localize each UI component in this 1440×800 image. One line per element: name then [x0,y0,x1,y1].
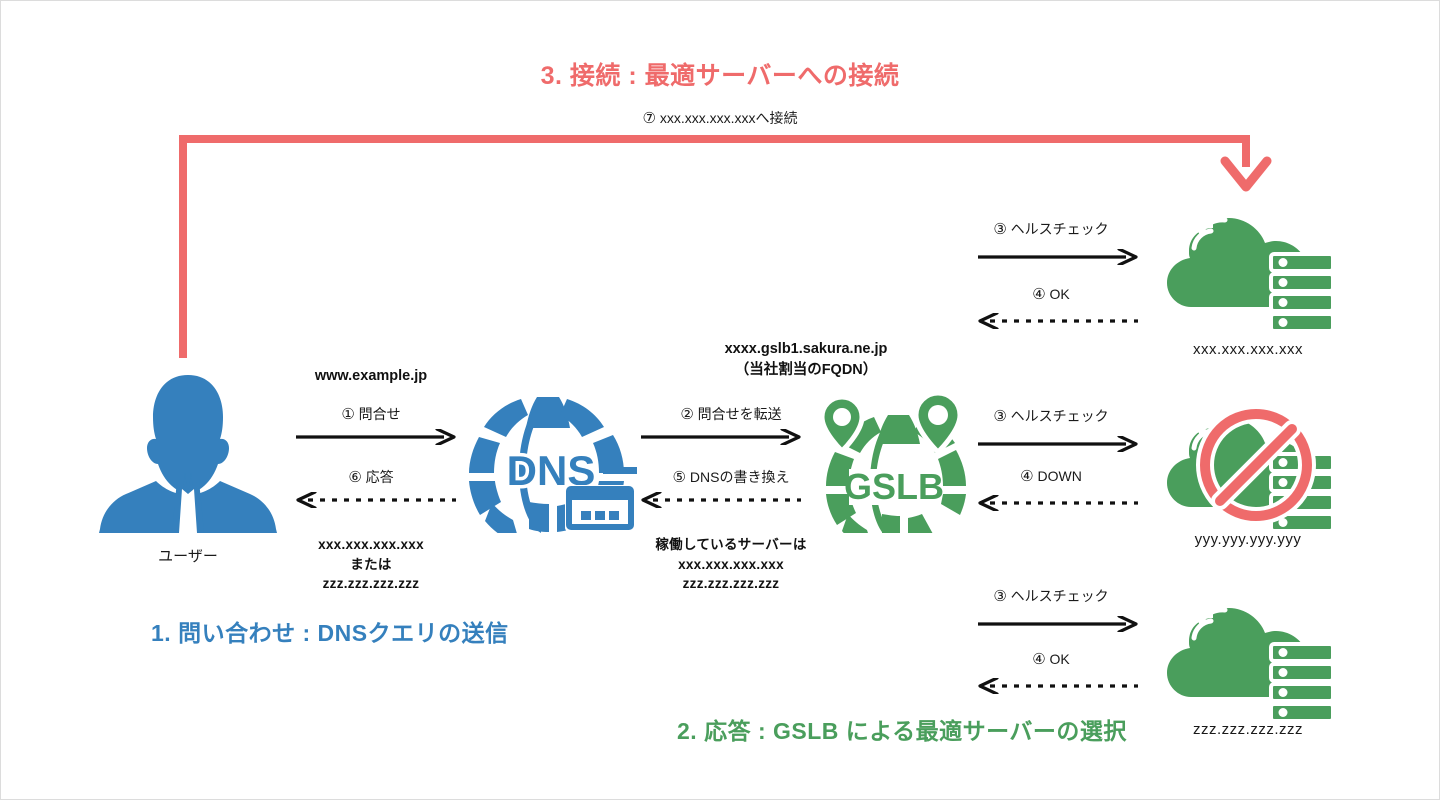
step-3-number-server-3: ③ [993,588,1007,605]
step-4-caption-server-1: ④ OK [946,285,1156,303]
step-6-text: 応答 [365,469,394,485]
arrow-response-server-2 [978,495,1138,511]
step-3-caption-server-1: ③ ヘルスチェック [946,219,1156,239]
step-1-text: 問合せ [358,406,401,422]
arrow-user-to-dns [296,429,456,445]
arrow-healthcheck-server-1 [978,249,1138,265]
step-3-number-server-2: ③ [993,408,1007,425]
step-6-caption: ⑥ 応答 [226,467,516,487]
server-ip-label-3: zzz.zzz.zzz.zzz [1192,721,1303,738]
server-ip-label-1: xxx.xxx.xxx.xxx [1192,341,1303,358]
heading-response: 2. 応答 : GSLB による最適サーバーの選択 [677,718,1127,744]
step-6-number: ⑥ [348,469,362,486]
step-2-caption: ② 問合せを転送 [601,404,861,424]
step-3-caption-server-2: ③ ヘルスチェック [946,406,1156,426]
prohibition-sign-icon [1196,405,1316,525]
heading-query: 1. 問い合わせ : DNSクエリの送信 [151,620,509,646]
step-5-number: ⑤ [672,469,686,486]
step-3-text-server-3: ヘルスチェック [1010,588,1109,604]
connection-path-arrow [177,133,1252,193]
cloud-server-blocked-icon-2 [1167,405,1335,533]
arrow-dns-to-gslb [641,429,801,445]
cloud-server-icon-3 [1167,607,1335,723]
arrow-gslb-to-dns [641,492,801,508]
step-3-number-server-1: ③ [993,221,1007,238]
step-1-number: ① [341,406,355,423]
svg-text:GSLB: GSLB [844,466,944,507]
step-7-caption: ⑦ xxx.xxx.xxx.xxxへ接続 [1,108,1439,128]
arrow-healthcheck-server-2 [978,436,1138,452]
step-4-text-server-3: OK [1049,651,1070,667]
heading-connection: 3. 接続 : 最適サーバーへの接続 [540,62,900,90]
step-3-text-server-2: ヘルスチェック [1010,408,1109,424]
step-4-caption-server-3: ④ OK [946,650,1156,668]
gslb-globe-icon: GSLB [819,393,966,533]
dns-gslb-top-label: xxxx.gslb1.sakura.ne.jp（当社割当のFQDN） [724,341,888,379]
cloud-server-icon-1 [1167,217,1335,333]
server-ip-label-2: yyy.yyy.yyy.yyy [1194,531,1302,548]
step-4-number-server-1: ④ [1032,286,1046,303]
user-label: ユーザー [158,548,218,565]
arrow-dns-to-user [296,492,456,508]
arrow-healthcheck-server-3 [978,616,1138,632]
step-5-text: DNSの書き換え [689,469,790,485]
step-7-number: ⑦ [642,110,656,127]
arrow-response-server-3 [978,678,1138,694]
step-4-number-server-2: ④ [1020,468,1034,485]
step-4-caption-server-2: ④ DOWN [946,467,1156,485]
step-1-caption: ① 問合せ [226,404,516,424]
step-4-text-server-1: OK [1049,286,1070,302]
step-2-number: ② [680,406,694,423]
user-silhouette-icon [99,375,277,533]
user-dns-top-label: www.example.jp [314,368,428,384]
step-5-caption: ⑤ DNSの書き換え [601,467,861,487]
step-7-text: xxx.xxx.xxx.xxxへ接続 [659,110,798,126]
svg-text:DNS: DNS [507,447,596,494]
arrow-response-server-1 [978,313,1138,329]
step-4-number-server-3: ④ [1032,651,1046,668]
step-3-text-server-1: ヘルスチェック [1010,221,1109,237]
step-2-text: 問合せを転送 [697,406,782,422]
dns-globe-icon: DNS [469,397,637,533]
step-4-text-server-2: DOWN [1037,468,1082,484]
step-3-caption-server-3: ③ ヘルスチェック [946,586,1156,606]
